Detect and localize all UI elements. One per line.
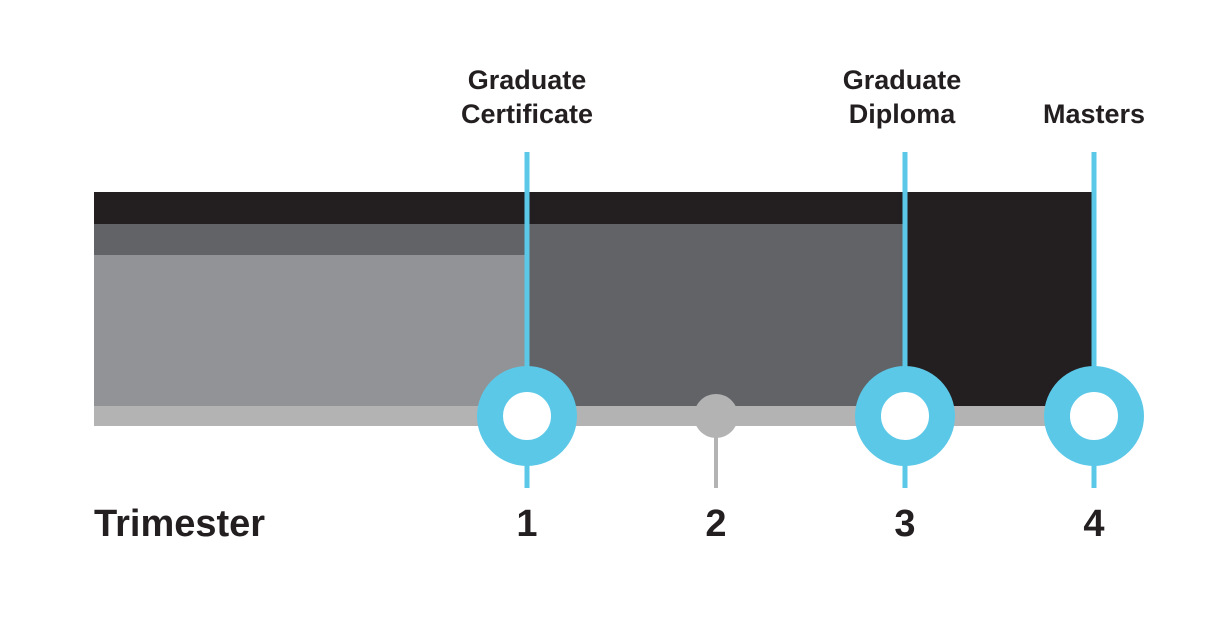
milestone-label-masters: Masters	[1043, 97, 1145, 131]
trimester-2-line	[714, 416, 718, 488]
graduate-certificate-band	[94, 255, 527, 418]
milestone-label-line2: Diploma	[848, 99, 956, 129]
tick-label-1: 1	[516, 503, 538, 545]
milestone-label-line2: Certificate	[460, 99, 594, 129]
tick-label-2: 2	[705, 503, 727, 545]
milestone-label-diploma: Graduate Diploma	[843, 63, 962, 131]
tick-label-3: 3	[894, 503, 916, 545]
milestone-label-line1: Graduate	[467, 65, 587, 95]
trimester-2-marker	[694, 394, 738, 438]
milestone-label-line1: Graduate	[842, 65, 962, 95]
milestone-ring-certificate	[477, 366, 577, 466]
milestone-ring-diploma	[855, 366, 955, 466]
axis-title: Trimester	[94, 503, 266, 545]
milestone-line-masters	[1091, 152, 1097, 488]
milestone-line-diploma	[902, 152, 908, 488]
milestone-line-certificate	[524, 152, 530, 488]
tick-label-4: 4	[1083, 503, 1105, 545]
milestone-label-line2: Masters	[1042, 99, 1146, 129]
timeline-track	[94, 406, 1092, 426]
milestone-ring-masters	[1044, 366, 1144, 466]
milestone-label-certificate: Graduate Certificate	[461, 63, 593, 131]
